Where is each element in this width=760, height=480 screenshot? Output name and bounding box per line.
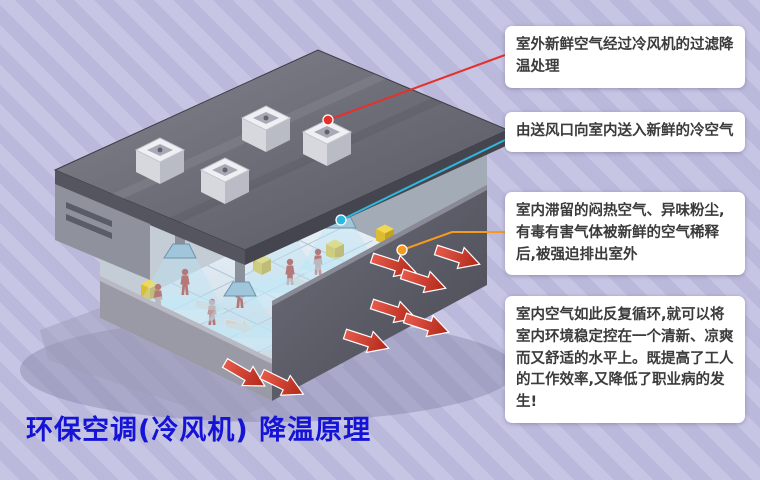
roof-edge-left — [55, 170, 245, 265]
air-supply-outlet — [196, 260, 284, 353]
callout-circulation-text: 室内空气如此反复循环,就可以将室内环境稳定控在一个清新、凉爽而又舒适的水平上。既… — [516, 307, 734, 410]
callout-supply-air: 由送风口向室内送入新鲜的冷空气 — [505, 112, 745, 152]
factory-illustration — [20, 49, 516, 422]
rooftop-cooler-unit — [240, 105, 292, 152]
callout-circulation: 室内空气如此反复循环,就可以将室内环境稳定控在一个清新、凉爽而又舒适的水平上。既… — [505, 296, 745, 423]
callout-outdoor-air-text: 室外新鲜空气经过冷风机的过滤降温处理 — [516, 37, 734, 75]
front-parapet-top — [100, 276, 272, 364]
callout-exhaust-air: 室内滞留的闷热空气、异味粉尘,有毒有害气体被新鲜的空气稀释后,被强迫排出室外 — [505, 192, 745, 276]
ground-apron — [40, 308, 272, 422]
louver-vent-icon — [66, 202, 112, 239]
page-title: 环保空调(冷风机) 降温原理 — [26, 415, 372, 446]
callout-exhaust-air-text: 室内滞留的闷热空气、异味粉尘,有毒有害气体被新鲜的空气稀释后,被强迫排出室外 — [516, 203, 725, 263]
rooftop-cooler-unit — [134, 137, 186, 184]
callout-supply-air-text: 由送风口向室内送入新鲜的冷空气 — [516, 123, 734, 139]
rooftop-cooler-unit — [199, 157, 251, 204]
callout-outdoor-air: 室外新鲜空气经过冷风机的过滤降温处理 — [505, 26, 745, 88]
